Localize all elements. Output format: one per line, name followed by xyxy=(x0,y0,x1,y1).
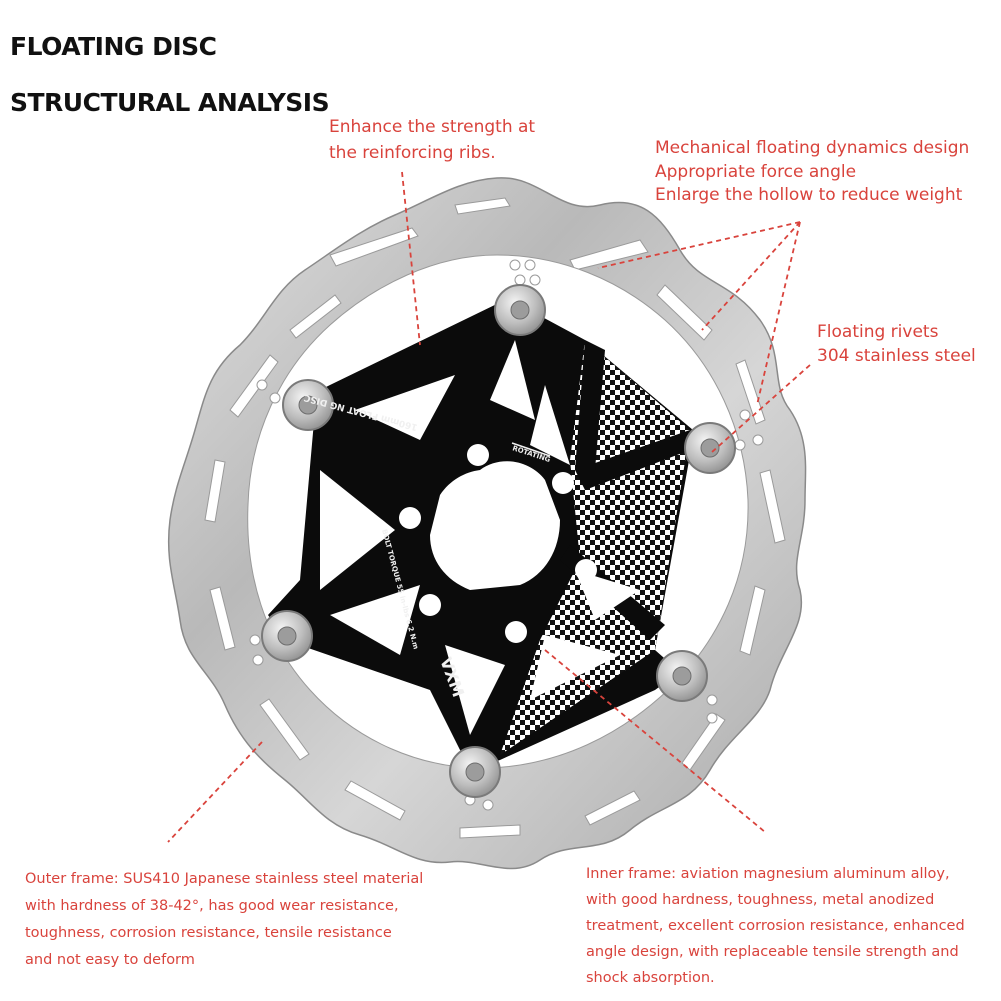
annotation-rivets-line-2: 304 stainless steel xyxy=(817,346,976,366)
leader-line-inner xyxy=(544,649,766,833)
leader-line-outer xyxy=(167,741,263,843)
bolt-hole xyxy=(552,472,574,494)
bolt-holes xyxy=(399,444,597,643)
bolt-hole xyxy=(399,507,421,529)
leader-line-float-2 xyxy=(701,221,801,331)
rotor-hole xyxy=(529,274,541,286)
annotation-inner-frame: Inner frame: aviation magnesium aluminum… xyxy=(586,861,965,991)
title-line-1: FLOATING DISC xyxy=(10,32,217,61)
annotation-inner-line-5: shock absorption. xyxy=(586,970,715,986)
rotor-hole xyxy=(734,439,746,451)
bolt-hole xyxy=(575,559,597,581)
rivet xyxy=(494,284,546,336)
rivet xyxy=(449,746,501,798)
annotation-outer-line-3: toughness, corrosion resistance, tensile… xyxy=(25,925,392,941)
rotor-hole xyxy=(752,434,764,446)
rotor-slot xyxy=(209,586,236,651)
annotation-outer-line-4: and not easy to deform xyxy=(25,952,195,968)
rotor-hole xyxy=(524,259,536,271)
floating-rivets xyxy=(261,284,736,798)
rotor-holes xyxy=(249,259,764,811)
rotor-hole xyxy=(514,274,526,286)
annotation-floating-line-1: Mechanical floating dynamics design xyxy=(655,138,970,158)
center-hole xyxy=(430,461,560,590)
annotation-floating-design: Mechanical floating dynamics design Appr… xyxy=(655,137,969,208)
rotor-slot xyxy=(259,698,310,761)
annotation-rivets-line-1: Floating rivets xyxy=(817,322,939,342)
annotation-inner-line-2: with good hardness, toughness, metal ano… xyxy=(586,892,935,908)
leader-line-float-3 xyxy=(756,221,801,406)
bolt-hole xyxy=(467,444,489,466)
rotor-hole xyxy=(269,392,281,404)
leader-line-float-1 xyxy=(597,221,801,269)
rotor-hole xyxy=(252,654,264,666)
bolt-hole xyxy=(419,594,441,616)
rotor-hole xyxy=(249,634,261,646)
rotor-slot xyxy=(204,459,226,523)
rotor-slot xyxy=(229,354,279,418)
annotation-rivets: Floating rivets 304 stainless steel xyxy=(817,320,976,368)
rivet xyxy=(684,422,736,474)
bolt-hole xyxy=(505,621,527,643)
rotor-slot xyxy=(759,469,786,544)
annotation-inner-line-1: Inner frame: aviation magnesium aluminum… xyxy=(586,866,950,882)
annotation-inner-line-4: angle design, with replaceable tensile s… xyxy=(586,944,959,960)
annotation-outer-line-2: with hardness of 38-42°, has good wear r… xyxy=(25,898,399,914)
leader-lines xyxy=(167,171,811,843)
annotation-ribs-line-2: the reinforcing ribs. xyxy=(329,143,496,163)
annotation-ribs-line-1: Enhance the strength at xyxy=(329,117,536,137)
annotation-ribs: Enhance the strength at the reinforcing … xyxy=(329,114,535,166)
rotor-slot xyxy=(329,227,419,267)
rotor-slot xyxy=(459,824,521,839)
annotation-outer-frame: Outer frame: SUS410 Japanese stainless s… xyxy=(25,866,423,974)
rotor-slot xyxy=(739,585,766,656)
rotor-slot xyxy=(344,780,406,821)
leader-line-rivets xyxy=(711,364,811,453)
annotation-floating-line-3: Enlarge the hollow to reduce weight xyxy=(655,185,963,205)
rotor-slot xyxy=(569,239,649,271)
rotor-slot xyxy=(454,197,511,215)
rotor-hole xyxy=(706,712,718,724)
rotor-hole xyxy=(739,409,751,421)
rivet xyxy=(656,650,708,702)
spider-cutouts xyxy=(320,340,640,735)
annotation-outer-line-1: Outer frame: SUS410 Japanese stainless s… xyxy=(25,871,424,887)
leader-line-ribs xyxy=(401,171,421,346)
title-line-2: STRUCTURAL ANALYSIS xyxy=(10,88,330,117)
rotor-slot xyxy=(681,713,726,771)
rotor-slot xyxy=(584,790,641,826)
rivet xyxy=(282,379,334,431)
rotating-arrow xyxy=(511,442,551,457)
rotor-slot xyxy=(656,284,713,341)
annotation-inner-line-3: treatment, excellent corrosion resistanc… xyxy=(586,918,965,934)
rotor-hole xyxy=(706,694,718,706)
rotor-hole xyxy=(256,379,268,391)
rotor-slot xyxy=(289,294,342,339)
rivet xyxy=(261,610,313,662)
rotor-hole xyxy=(482,799,494,811)
annotation-floating-line-2: Appropriate force angle xyxy=(655,161,857,182)
rotor-slots xyxy=(204,197,786,839)
rotor-hole xyxy=(509,259,521,271)
